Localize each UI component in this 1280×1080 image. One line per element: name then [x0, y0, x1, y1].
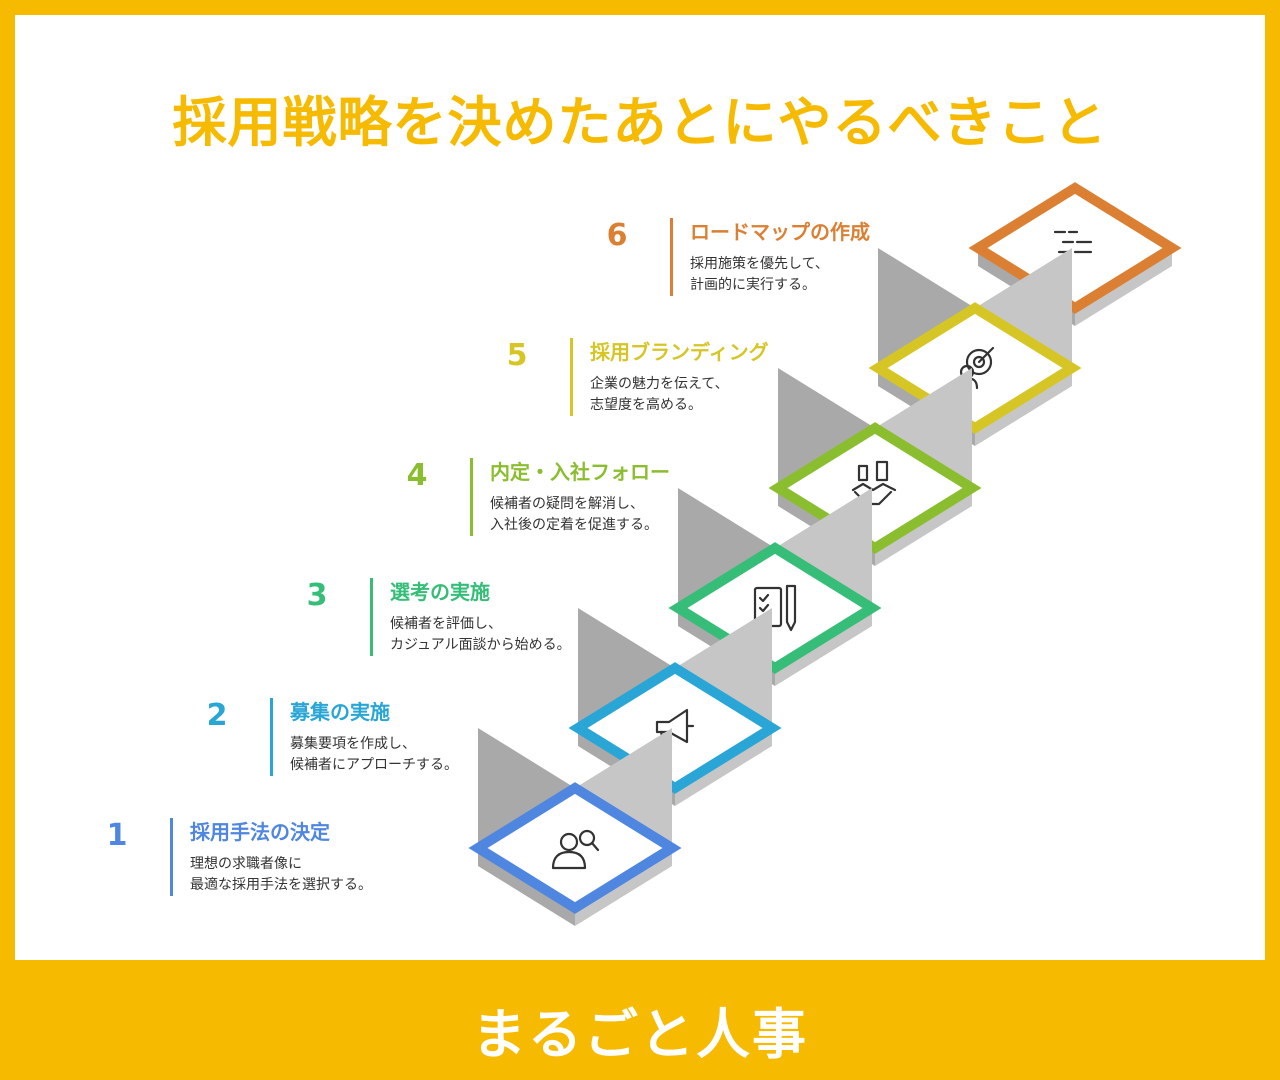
step-description-line: 募集要項を作成し、 [290, 736, 416, 752]
step-title: 選考の実施 [390, 580, 490, 604]
step-description-line: カジュアル面談から始める。 [390, 637, 571, 653]
target-audience-icon [955, 346, 995, 390]
step-title: 募集の実施 [290, 700, 390, 724]
step-description: 理想の求職者像に最適な採用手法を選択する。 [190, 854, 372, 896]
brand-footer: まるごと人事 [472, 1003, 808, 1066]
step-description-line: 候補者を評価し、 [390, 616, 502, 632]
stair-step-1 [468, 728, 682, 926]
step-description: 採用施策を優先して、計画的に実行する。 [690, 254, 829, 296]
step-title: 採用ブランディング [590, 340, 769, 364]
candidate-search-icon [551, 829, 600, 870]
step-number: 4 [406, 458, 428, 493]
step-description-line: 企業の魅力を伝えて、 [590, 376, 729, 392]
step-accent-bar [570, 338, 573, 416]
step-description: 企業の魅力を伝えて、志望度を高める。 [590, 374, 729, 416]
step-description-line: 候補者の疑問を解消し、 [490, 496, 644, 512]
step-description: 募集要項を作成し、候補者にアプローチする。 [290, 734, 458, 776]
roadmap-icon [1053, 230, 1093, 264]
step-number: 6 [606, 218, 628, 253]
step-title: 内定・入社フォロー [490, 460, 670, 484]
step-accent-bar [370, 578, 373, 656]
step-description-line: 最適な採用手法を選択する。 [190, 877, 372, 893]
step-number: 5 [506, 338, 528, 373]
step-description: 候補者を評価し、カジュアル面談から始める。 [390, 614, 571, 656]
step-description-line: 志望度を高める。 [590, 397, 702, 413]
step-number: 3 [306, 578, 328, 613]
step-description-line: 入社後の定着を促進する。 [490, 517, 658, 533]
step-description-line: 理想の求職者像に [190, 856, 302, 872]
step-number: 1 [106, 818, 128, 853]
page-title: 採用戦略を決めたあとにやるべきこと [172, 91, 1108, 154]
step-accent-bar [270, 698, 273, 776]
step-description-line: 計画的に実行する。 [690, 277, 816, 293]
step-description: 候補者の疑問を解消し、入社後の定着を促進する。 [490, 494, 658, 536]
step-number: 2 [206, 698, 228, 733]
step-description-line: 候補者にアプローチする。 [290, 757, 458, 773]
step-accent-bar [470, 458, 473, 536]
step-accent-bar [670, 218, 673, 296]
checklist-pen-icon [753, 584, 797, 632]
step-description-line: 採用施策を優先して、 [690, 256, 829, 272]
step-title: ロードマップの作成 [690, 220, 870, 244]
step-accent-bar [170, 818, 173, 896]
step-title: 採用手法の決定 [190, 820, 330, 844]
